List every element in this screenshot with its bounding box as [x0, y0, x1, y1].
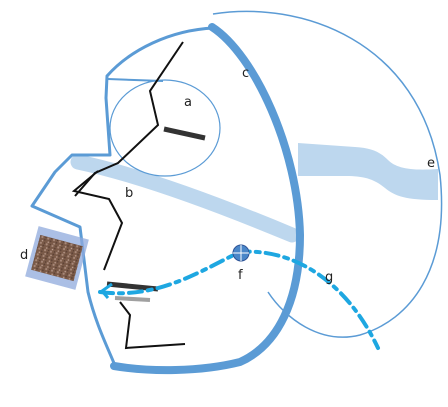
label-g: g	[325, 270, 333, 285]
wire-bottom	[119, 301, 186, 350]
label-b: b	[125, 186, 133, 201]
sample-d	[25, 226, 89, 290]
path-arrow-tip	[99, 282, 113, 299]
housing-outline	[30, 26, 215, 369]
label-d: d	[20, 248, 28, 263]
wire-lower	[71, 170, 124, 271]
band-e	[298, 143, 438, 200]
circle-a	[109, 79, 221, 177]
thick-wall-c	[110, 23, 305, 375]
label-a: a	[184, 95, 192, 110]
label-c: c	[242, 66, 249, 81]
plate-lower-light	[114, 296, 151, 302]
label-f: f	[238, 268, 243, 283]
marker-f	[232, 244, 250, 262]
plate-inner	[163, 126, 206, 141]
label-e: e	[427, 156, 435, 171]
outer-thin-loop	[212, 10, 443, 338]
band-b	[70, 154, 300, 243]
